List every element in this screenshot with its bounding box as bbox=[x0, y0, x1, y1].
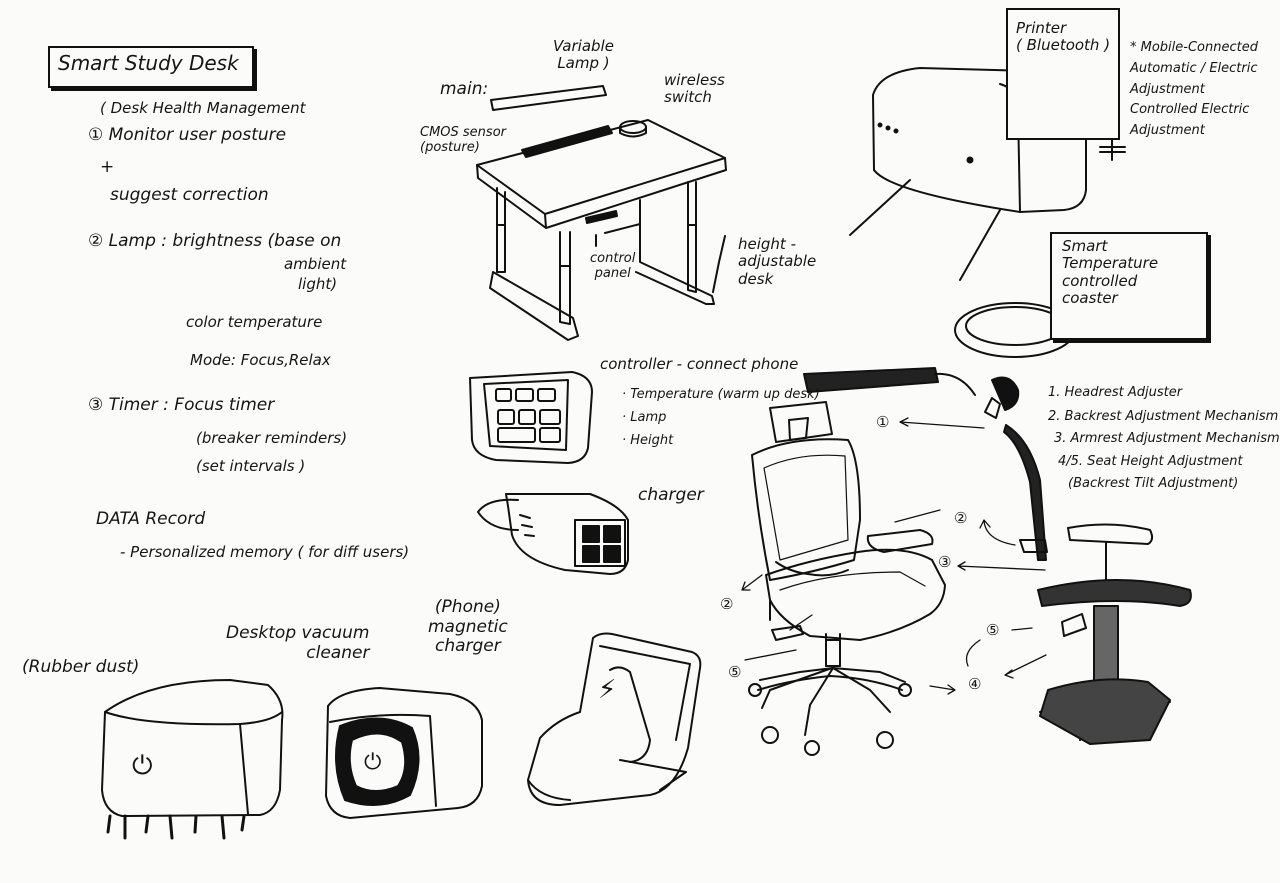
vacuum-drawing bbox=[326, 688, 482, 818]
chair-marker-5a: ⑤ bbox=[728, 663, 742, 681]
controller-item-lamp: · Lamp bbox=[622, 410, 667, 425]
feature-posture: ① Monitor user posture bbox=[88, 125, 287, 145]
chair-marker-2a: ② bbox=[954, 509, 968, 527]
feature-lamp: ② Lamp : brightness (base on bbox=[88, 231, 342, 251]
printer-label-box bbox=[1006, 8, 1120, 140]
controller-drawing bbox=[470, 372, 592, 463]
phone-charger-drawing bbox=[528, 634, 700, 806]
dust-cube-drawing bbox=[102, 680, 282, 838]
control-panel-label: control panel bbox=[590, 251, 636, 281]
chair-marker-1: ① bbox=[876, 413, 890, 431]
chair-marker-3: ③ bbox=[938, 553, 952, 571]
feature-lamp-ambient: ambient bbox=[284, 255, 347, 273]
controller-item-temperature: · Temperature (warm up desk) bbox=[622, 387, 820, 402]
power-icon: ⏻ bbox=[132, 751, 153, 781]
chair-legend-4: 4/5. Seat Height Adjustment bbox=[1058, 454, 1243, 469]
feature-breaker: (breaker reminders) bbox=[196, 429, 348, 447]
vacuum-label: Desktop vacuum cleaner bbox=[226, 623, 370, 663]
desk-drawing bbox=[477, 86, 726, 340]
chair-legend-2: 2. Backrest Adjustment Mechanism bbox=[1048, 409, 1279, 424]
desk-main-label: main: bbox=[440, 79, 489, 99]
lightning-icon: ⚡ bbox=[598, 675, 617, 705]
height-desk-label: height - adjustable desk bbox=[738, 235, 817, 288]
page-title: Smart Study Desk bbox=[58, 51, 239, 75]
feature-color-temp: color temperature bbox=[186, 313, 323, 331]
title-box bbox=[48, 46, 254, 88]
coaster-label-box bbox=[1050, 232, 1208, 340]
controller-item-height: · Height bbox=[622, 433, 674, 448]
chair-legend-1: 1. Headrest Adjuster bbox=[1048, 385, 1183, 400]
controller-title: controller - connect phone bbox=[600, 355, 799, 373]
data-record-title: DATA Record bbox=[96, 509, 206, 529]
charger-drawing bbox=[478, 494, 628, 574]
data-record-memory: - Personalized memory ( for diff users) bbox=[120, 543, 410, 561]
chair-mechanism-drawing bbox=[985, 378, 1191, 744]
chair-legend-3: 3. Armrest Adjustment Mechanism bbox=[1054, 431, 1280, 446]
printer-note: * Mobile-Connected Automatic / Electric … bbox=[1130, 40, 1258, 139]
chair-marker-5b: ⑤ bbox=[986, 621, 1000, 639]
headrest-drawing bbox=[804, 368, 975, 395]
printer-label: Printer ( Bluetooth ) bbox=[1016, 19, 1111, 55]
feature-mode: Mode: Focus,Relax bbox=[190, 351, 331, 369]
health-subtitle: ( Desk Health Management bbox=[100, 99, 306, 117]
feature-intervals: (set intervals ) bbox=[196, 457, 306, 475]
coaster-label: Smart Temperature controlled coaster bbox=[1062, 237, 1159, 307]
phone-charger-label: (Phone) magnetic charger bbox=[428, 597, 508, 657]
cmos-sensor-label: CMOS sensor (posture) bbox=[420, 125, 506, 155]
office-chair-drawing bbox=[749, 402, 945, 755]
wireless-switch-label: wireless switch bbox=[664, 71, 725, 107]
chair-legend-5: (Backrest Tilt Adjustment) bbox=[1068, 476, 1239, 491]
rubber-dust-label: (Rubber dust) bbox=[22, 657, 140, 677]
chair-marker-4: ④ bbox=[968, 675, 982, 693]
feature-correction: suggest correction bbox=[110, 185, 269, 205]
plus-sign: + bbox=[100, 157, 115, 177]
charger-label: charger bbox=[638, 485, 704, 505]
feature-timer: ③ Timer : Focus timer bbox=[88, 395, 275, 415]
chair-marker-2b: ② bbox=[720, 595, 734, 613]
variable-lamp-label: Variable Lamp ) bbox=[553, 37, 614, 73]
chair-arrows bbox=[742, 418, 1046, 694]
vacuum-power-icon: ⏻ bbox=[364, 750, 382, 775]
feature-lamp-light: light) bbox=[298, 275, 338, 293]
